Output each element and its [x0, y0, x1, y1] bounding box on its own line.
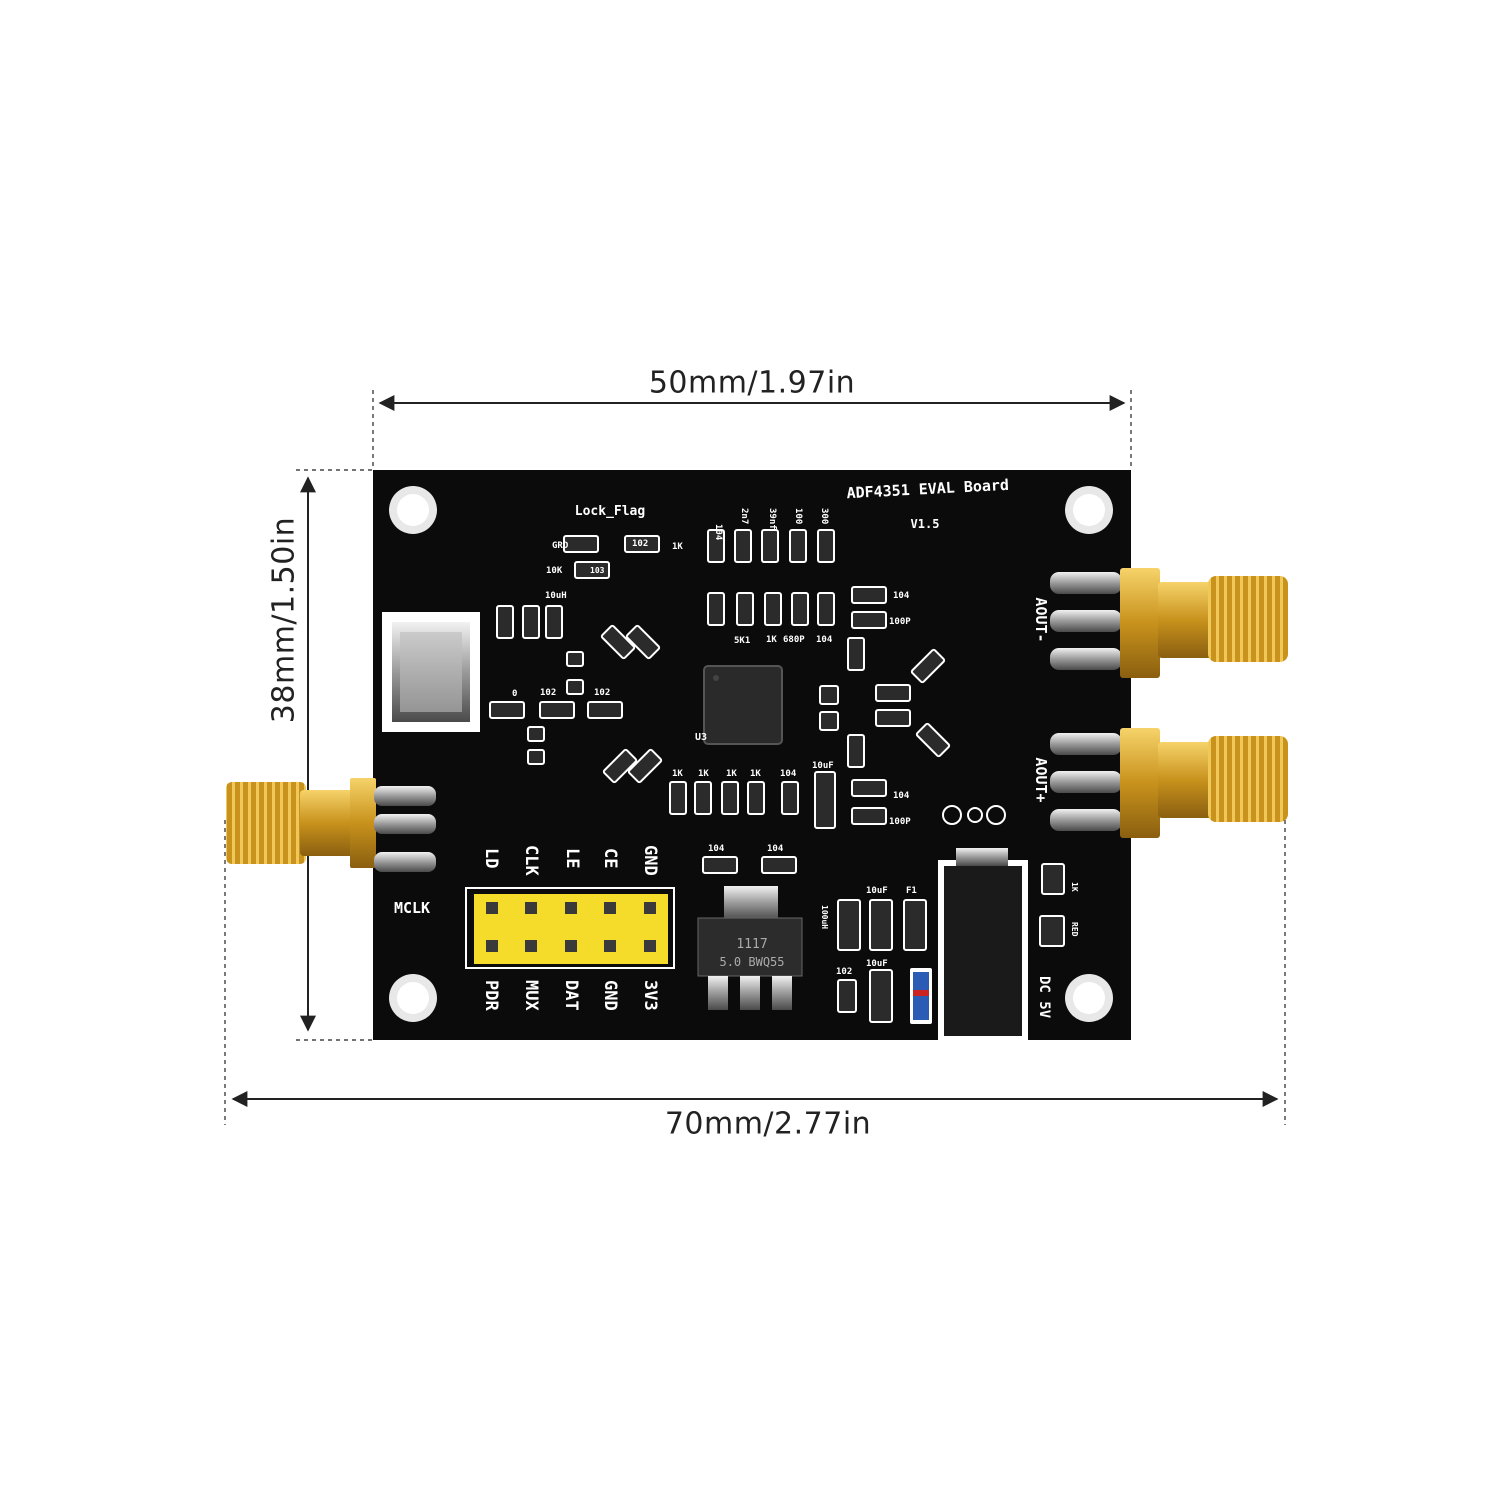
svg-text:LE: LE: [562, 848, 582, 868]
svg-text:104: 104: [767, 844, 784, 854]
svg-text:10uH: 10uH: [545, 591, 567, 601]
svg-text:104: 104: [780, 769, 797, 779]
svg-text:39nf: 39nf: [767, 508, 777, 530]
chip-label: U3: [695, 732, 707, 743]
svg-text:3V3: 3V3: [640, 980, 660, 1011]
svg-text:104: 104: [893, 591, 910, 601]
width-bottom-label: 70mm/2.77in: [664, 1106, 872, 1142]
svg-text:1K: 1K: [1070, 882, 1079, 892]
header-bottom-labels: PDR MUX DAT GND 3V3: [481, 980, 660, 1011]
svg-text:102: 102: [632, 539, 648, 549]
svg-text:300: 300: [819, 508, 829, 524]
svg-text:100P: 100P: [889, 617, 911, 627]
svg-text:102: 102: [594, 688, 610, 698]
svg-text:100P: 100P: [889, 817, 911, 827]
svg-text:10K: 10K: [546, 566, 563, 576]
svg-text:1K: 1K: [672, 769, 683, 779]
smd-components: [489, 529, 1065, 1023]
svg-text:0: 0: [512, 689, 517, 699]
svg-text:10uF: 10uF: [812, 761, 834, 771]
svg-text:100: 100: [793, 508, 803, 524]
polarity-symbol: [942, 805, 1006, 825]
svg-text:1K: 1K: [698, 769, 709, 779]
aout-minus-sma-connector: [1050, 568, 1288, 678]
component-labels: GRD 102 1K 10K 103 104 10uH 2n7 39nf 100…: [512, 508, 1079, 977]
svg-text:104: 104: [893, 791, 910, 801]
board-version: V1.5: [911, 517, 940, 531]
header-top-labels: LD CLK LE CE GND: [481, 845, 660, 876]
svg-text:1K: 1K: [750, 769, 761, 779]
svg-text:CLK: CLK: [521, 845, 541, 876]
aout-plus-sma-connector: [1050, 728, 1288, 838]
svg-text:PDR: PDR: [481, 980, 501, 1011]
svg-text:2n7: 2n7: [739, 508, 749, 524]
svg-text:102: 102: [540, 688, 556, 698]
svg-text:10uF: 10uF: [866, 959, 888, 969]
mclk-label: MCLK: [394, 899, 430, 917]
svg-text:104: 104: [708, 844, 725, 854]
svg-text:1K: 1K: [726, 769, 737, 779]
svg-text:1K: 1K: [766, 635, 777, 645]
svg-text:F1: F1: [906, 886, 917, 896]
svg-text:102: 102: [836, 967, 852, 977]
svg-text:DAT: DAT: [561, 980, 581, 1011]
voltage-regulator: [697, 886, 803, 1010]
svg-text:CE: CE: [600, 848, 620, 868]
mounting-holes: [389, 486, 1113, 1022]
adf4351-chip: [703, 665, 783, 745]
pin-header: [465, 887, 675, 969]
crystal-oscillator: [382, 612, 480, 732]
svg-text:GND: GND: [600, 980, 620, 1011]
svg-text:104: 104: [816, 635, 833, 645]
svg-text:680P: 680P: [783, 635, 805, 645]
aout-minus-label: AOUT-: [1032, 597, 1050, 642]
dimension-guides: [224, 390, 1286, 1125]
svg-text:MUX: MUX: [521, 980, 541, 1011]
svg-text:1K: 1K: [672, 542, 683, 552]
svg-text:GRD: GRD: [552, 541, 569, 551]
mclk-sma-connector: [226, 778, 436, 872]
svg-text:104: 104: [713, 524, 723, 541]
dc-label: DC 5V: [1036, 976, 1052, 1019]
svg-text:100uH: 100uH: [820, 905, 829, 929]
svg-text:10uF: 10uF: [866, 886, 888, 896]
lock-flag-label: Lock_Flag: [575, 504, 645, 519]
svg-text:103: 103: [590, 566, 605, 575]
dc-jack: [938, 848, 1028, 1042]
aout-plus-label: AOUT+: [1032, 757, 1050, 802]
svg-text:5K1: 5K1: [734, 636, 750, 646]
width-top-label: 50mm/1.97in: [648, 365, 856, 401]
diode: [910, 968, 932, 1024]
regulator-marking-2: 5.0 BWQ55: [719, 955, 784, 969]
svg-text:LD: LD: [481, 848, 501, 868]
svg-text:RED: RED: [1070, 922, 1079, 937]
regulator-marking-1: 1117: [736, 937, 767, 952]
svg-text:GND: GND: [640, 845, 660, 876]
